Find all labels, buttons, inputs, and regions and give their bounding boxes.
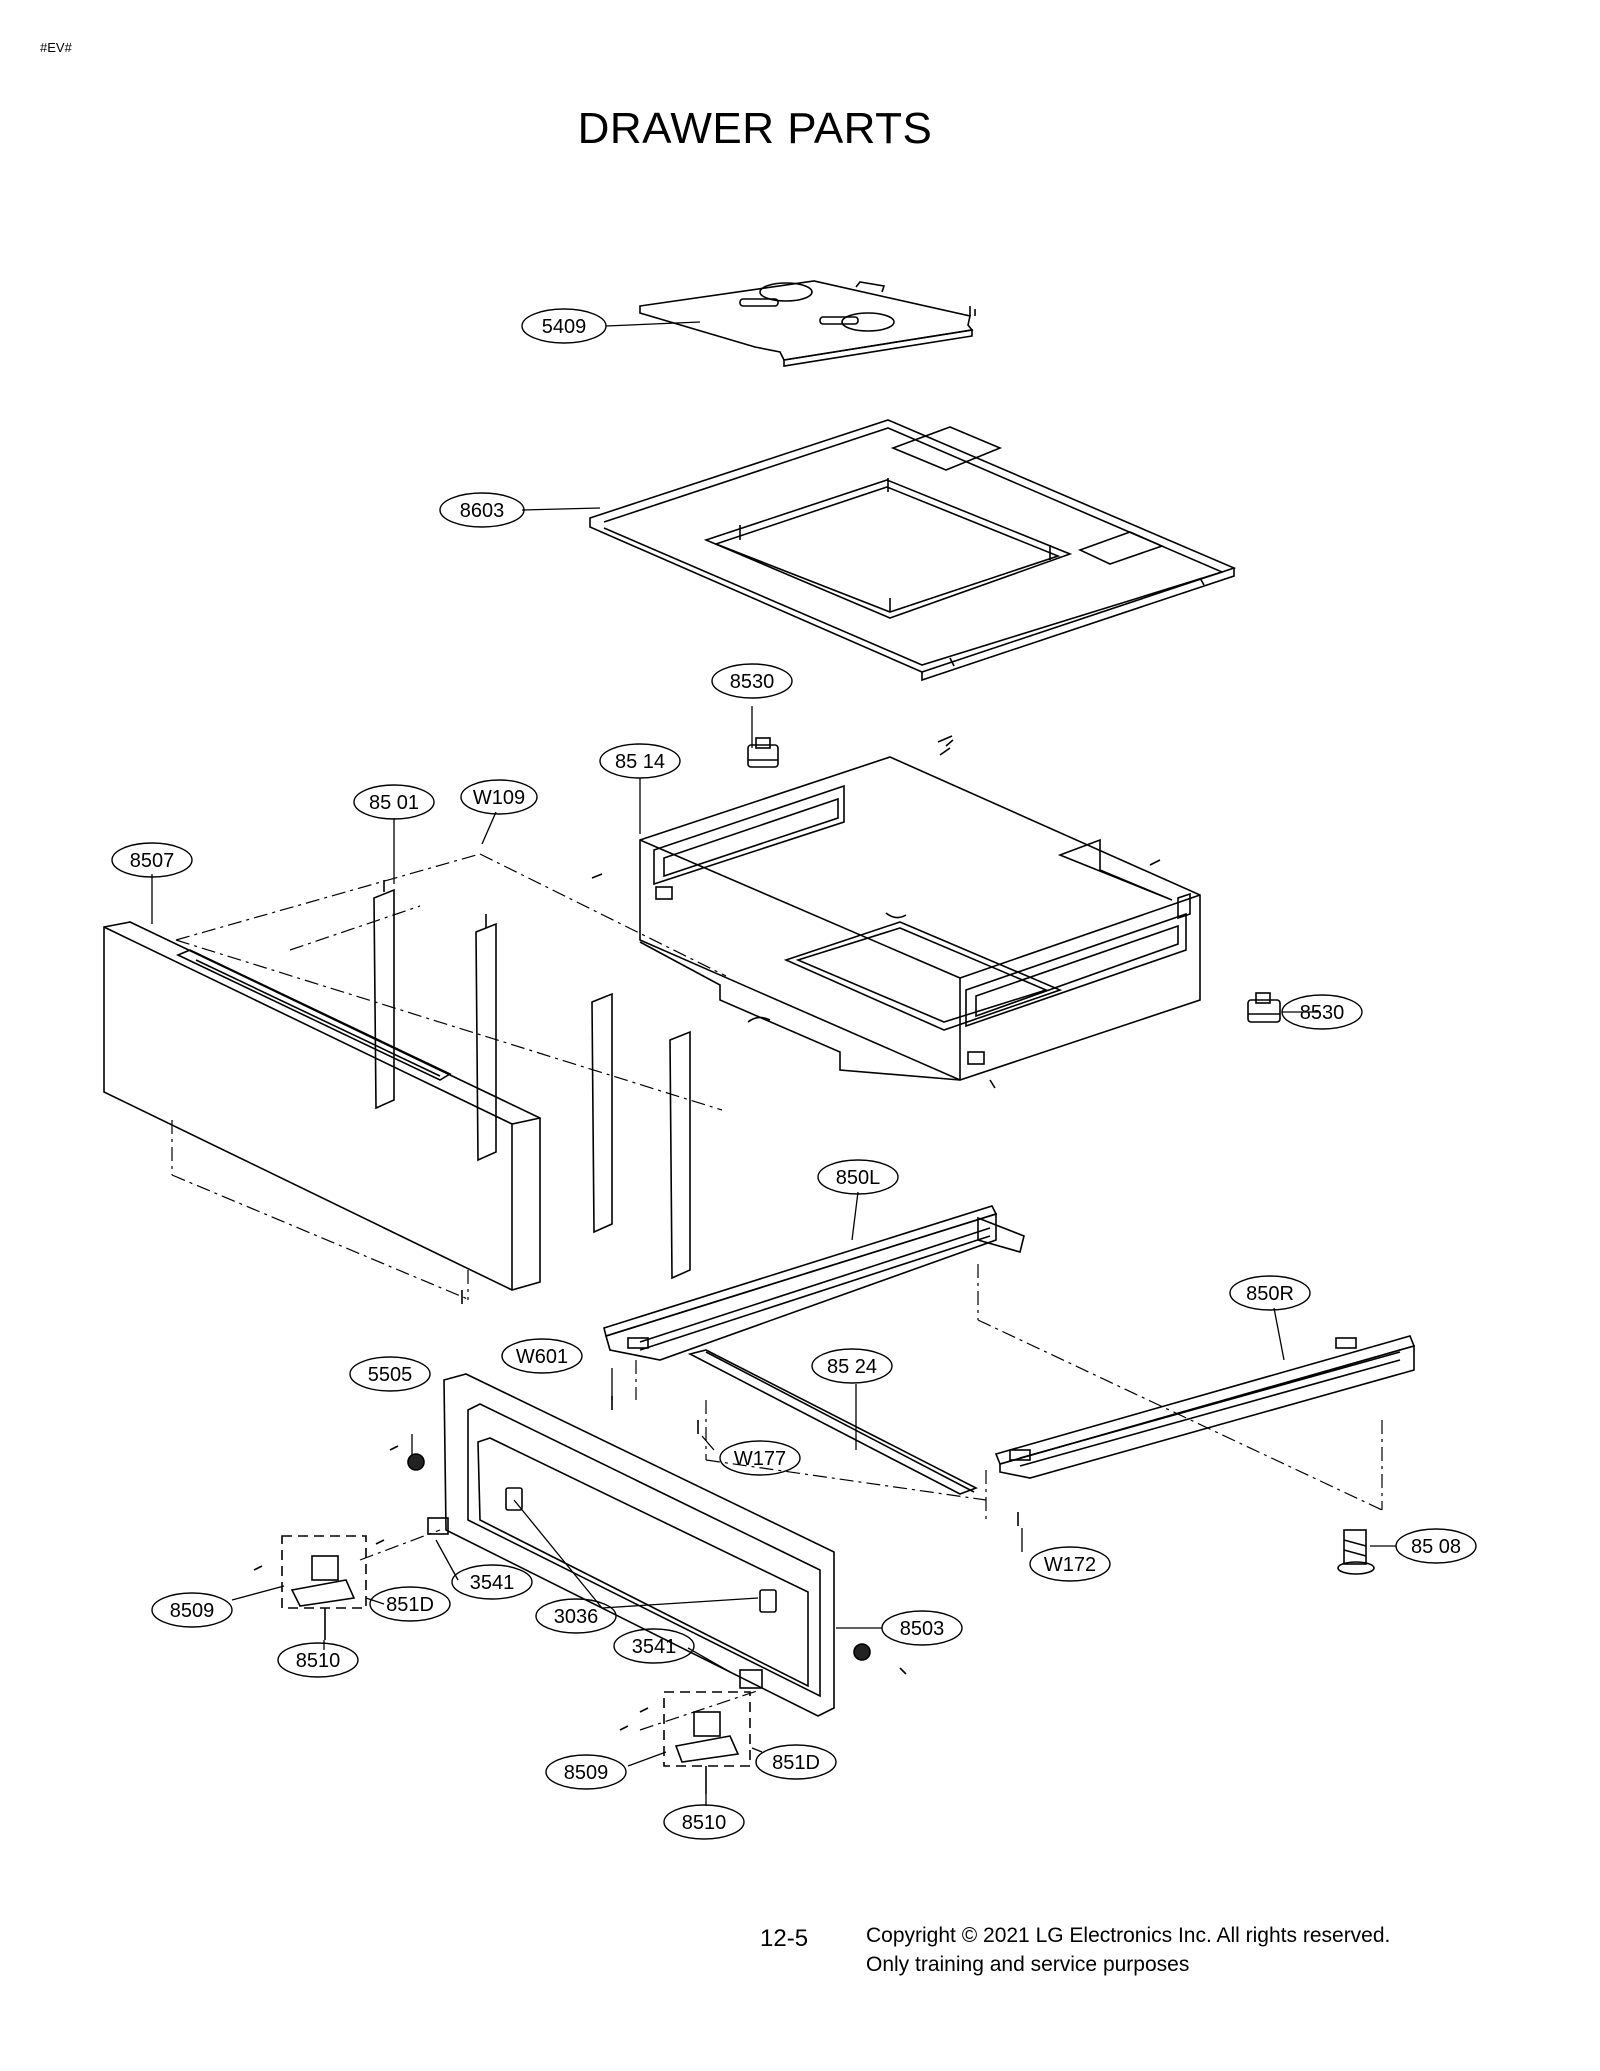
callout-ellipses <box>111 308 1477 1840</box>
part-8503-frame-drawing <box>443 1373 835 1717</box>
callout-8530-top <box>711 663 793 699</box>
callout-8507 <box>111 842 193 878</box>
callout-label: 8510 <box>296 1650 341 1672</box>
part-850r-rail-drawing <box>994 1335 1416 1479</box>
callout-3541-a <box>451 1564 533 1600</box>
callout-w172 <box>1029 1546 1111 1582</box>
part-850l-rail-drawing <box>603 1205 1025 1361</box>
callout-label: 85 14 <box>615 751 665 773</box>
document-tag: #EV# <box>40 40 72 55</box>
callout-label: 851D <box>386 1594 434 1616</box>
assembly-guide-lines <box>171 853 1383 1731</box>
callout-label: 3036 <box>554 1606 599 1628</box>
callout-label: 85 01 <box>369 792 419 814</box>
callout-label: 8509 <box>564 1762 609 1784</box>
part-8508-leveler-drawing <box>1337 1529 1375 1575</box>
callout-label: 850L <box>836 1167 881 1189</box>
callout-label: W172 <box>1044 1554 1096 1576</box>
part-8530-top-drawing <box>747 735 954 768</box>
callout-8510-b <box>663 1804 745 1840</box>
callout-label: 8507 <box>130 850 175 872</box>
callout-8509-b <box>545 1754 627 1790</box>
part-8501-brackets-drawing <box>373 880 691 1280</box>
part-8507-front-panel-drawing <box>103 921 541 1291</box>
callout-8603 <box>439 492 525 528</box>
callout-8510-a <box>277 1642 359 1678</box>
callout-3036 <box>535 1598 617 1634</box>
callout-8530-right <box>1281 994 1363 1030</box>
callout-8509-a <box>151 1592 233 1628</box>
callout-850l <box>817 1159 899 1195</box>
callout-label: W601 <box>516 1346 568 1368</box>
callout-label: 5409 <box>542 316 587 338</box>
part-8530-right-drawing <box>1247 992 1281 1023</box>
callout-8508 <box>1395 1528 1477 1564</box>
callout-label: 8603 <box>460 500 505 522</box>
callout-leaders <box>151 321 1396 1806</box>
callout-label: 8503 <box>900 1618 945 1640</box>
fasteners-drawing <box>253 1290 1019 1731</box>
callout-labels: 5409 8603 8530 85 14 85 01 W109 8507 853… <box>130 316 1461 1834</box>
callout-label: 8509 <box>170 1600 215 1622</box>
callout-8503 <box>881 1610 963 1646</box>
usage-notice: Only training and service purposes <box>866 1953 1190 1976</box>
callout-label: 3541 <box>470 1572 515 1594</box>
callout-label: 85 08 <box>1411 1536 1461 1558</box>
callout-label: 851D <box>772 1752 820 1774</box>
callout-8514 <box>599 743 681 779</box>
callout-label: W177 <box>734 1448 786 1470</box>
callout-w109 <box>460 779 538 815</box>
callout-label: 8530 <box>730 671 775 693</box>
page-number: 12-5 <box>760 1925 809 1952</box>
callout-3541-b <box>613 1628 695 1664</box>
callout-8501 <box>353 784 435 820</box>
callout-w177 <box>719 1440 801 1476</box>
callout-label: 85 24 <box>827 1356 877 1378</box>
callout-850r <box>1229 1275 1311 1311</box>
callout-5505 <box>349 1356 431 1392</box>
callout-851d-b <box>755 1744 837 1780</box>
part-5409-plate-drawing <box>639 280 976 367</box>
copyright-notice: Copyright © 2021 LG Electronics Inc. All… <box>866 1921 1390 1979</box>
callout-8524 <box>811 1348 893 1384</box>
callout-label: 5505 <box>368 1364 413 1386</box>
callout-label: 8530 <box>1300 1002 1345 1024</box>
part-8510-roller-a-drawing <box>281 1535 367 1640</box>
part-8510-roller-b-drawing <box>663 1691 751 1794</box>
callout-label: 8510 <box>682 1812 727 1834</box>
callout-w601 <box>501 1338 583 1374</box>
callout-5409 <box>521 308 607 344</box>
callout-851d-a <box>369 1586 451 1622</box>
part-8524-strip-drawing <box>687 1349 978 1495</box>
part-8603-tray-drawing <box>589 419 1237 682</box>
callout-label: 3541 <box>632 1636 677 1658</box>
callout-label: W109 <box>473 787 525 809</box>
page-title: DRAWER PARTS <box>577 104 933 153</box>
copyright-line: Copyright © 2021 LG Electronics Inc. All… <box>866 1924 1391 1947</box>
callout-label: 850R <box>1246 1283 1294 1305</box>
part-8514-drawer-body-drawing <box>591 747 1201 1089</box>
